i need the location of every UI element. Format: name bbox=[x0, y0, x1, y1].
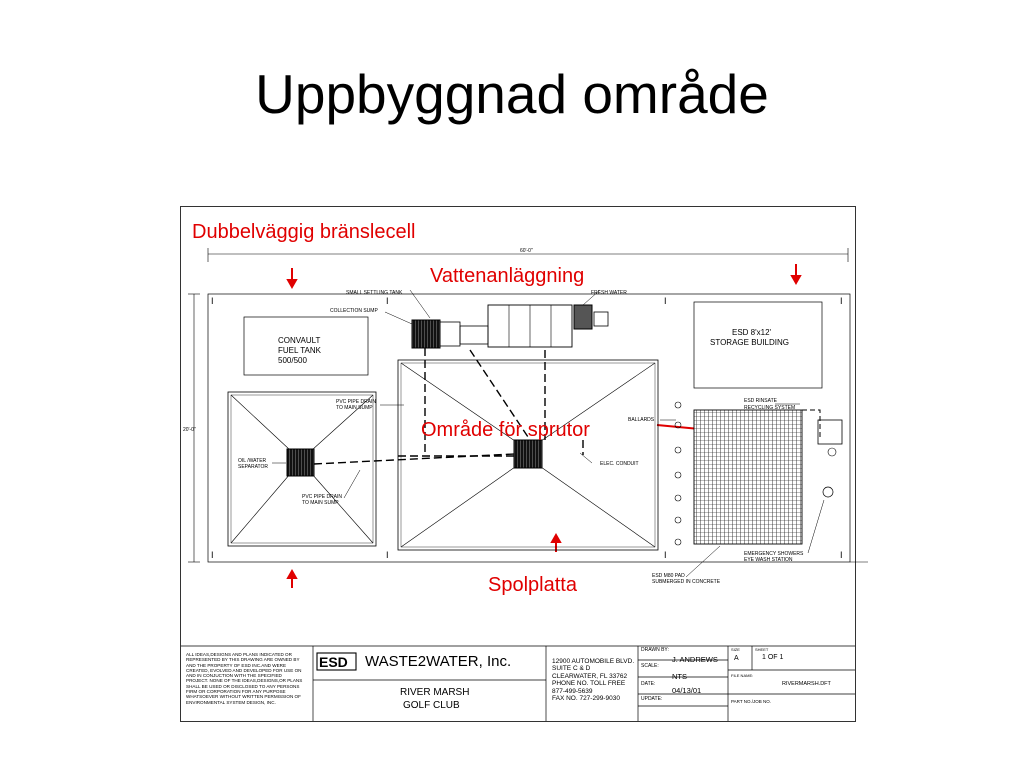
annotation-sprayer-area: Område för sprutor bbox=[421, 419, 590, 441]
disclaimer-line: PROJECT. NONE OF THE IDEAS,DESIGNS,OR PL… bbox=[186, 678, 303, 684]
elec-conduit-label: ELEC. CONDUIT bbox=[600, 461, 639, 467]
date-label: DATE: bbox=[641, 681, 656, 687]
address-line: 877-499-5639 bbox=[552, 687, 593, 695]
esd-logo-box bbox=[316, 652, 357, 671]
update-label: UPDATE: bbox=[641, 696, 663, 702]
sheet-label: SHEET bbox=[755, 647, 769, 652]
oil-water-line2: SEPARATOR bbox=[238, 464, 268, 470]
disclaimer-line: AND THE PROPERTY OF ESD INC.AND WERE bbox=[186, 662, 287, 668]
pvc-upper-line2: TO MAIN SUMP bbox=[336, 405, 373, 411]
date-value: 04/13/01 bbox=[672, 686, 702, 695]
emergency-line2: EYE WASH STATION bbox=[744, 557, 793, 563]
fuel-tank-line2: FUEL TANK bbox=[278, 346, 322, 355]
pad-line2: SUBMERGED IN CONCRETE bbox=[652, 579, 721, 585]
file-name-label: FILE NAME: bbox=[731, 673, 754, 678]
emergency-line1: EMERGENCY SHOWERS bbox=[744, 551, 804, 557]
disclaimer-line: AND IN CONJUCTION WITH THE SPECIFIED bbox=[186, 673, 282, 679]
slide-title: Uppbyggnad område bbox=[255, 63, 769, 125]
scale-value: NTS bbox=[672, 672, 687, 681]
disclaimer-line: ENVIRONMENTAL SYSTEM DESIGN, INC. bbox=[186, 699, 276, 705]
pvc-lower-line2: TO MAIN SUMP bbox=[302, 500, 339, 506]
pad-outline bbox=[207, 293, 851, 563]
address-line: PHONE NO. TOLL FREE bbox=[552, 680, 626, 688]
bollard-marks: I I I I I I I I bbox=[211, 296, 843, 560]
svg-text:I: I bbox=[664, 550, 667, 560]
annotation-wash-pad: Spolplatta bbox=[488, 574, 577, 596]
height-dimension: 20'-0" bbox=[183, 293, 200, 563]
collection-sump-label: COLLECTION SUMP bbox=[330, 308, 378, 314]
main-wash-pad bbox=[397, 359, 659, 551]
storage-line2: STORAGE BUILDING bbox=[710, 338, 789, 347]
disclaimer-line: REPRESENTED BY THIS DRAWING ARE OWNED BY bbox=[186, 657, 300, 663]
address-line: CLEARWATER, FL 33762 bbox=[552, 672, 628, 680]
site-plan-drawing bbox=[180, 206, 856, 722]
svg-text:I: I bbox=[386, 550, 389, 560]
pvc-pipes bbox=[313, 348, 584, 465]
svg-text:I: I bbox=[840, 296, 843, 306]
bollard-circles bbox=[674, 401, 682, 546]
leader-lines bbox=[272, 289, 825, 578]
file-name-value: RIVERMARSH.DFT bbox=[782, 681, 831, 687]
title-block-grid bbox=[181, 645, 855, 721]
project-name-line1: RIVER MARSH bbox=[400, 687, 470, 698]
drawn-by-label: DRAWN BY: bbox=[641, 647, 669, 653]
disclaimer-line: FIRM OR CORPORATION FOR ANY PURPOSE bbox=[186, 688, 286, 694]
size-label: SIZE bbox=[731, 647, 740, 652]
company-name: WASTE2WATER, Inc. bbox=[365, 653, 512, 670]
annotation-double-wall: Dubbelväggig bränslecell bbox=[192, 221, 416, 243]
pvc-upper-line1: PVC PIPE DRAIN bbox=[336, 399, 376, 405]
address-line: FAX NO. 727-299-9030 bbox=[552, 695, 620, 703]
height-dim-label: 20'-0" bbox=[183, 427, 196, 433]
storage-line1: ESD 8'x12' bbox=[732, 328, 772, 337]
disclaimer-line: CREATED, EVOLVED AND DEVELOPED FOR USE O… bbox=[186, 667, 302, 673]
fuel-tank-line3: 500/500 bbox=[278, 356, 307, 365]
bollards-label: BALLARDS bbox=[628, 417, 655, 423]
scale-label: SCALE: bbox=[641, 663, 659, 669]
address-block: 12900 AUTOMOBILE BLVD. SUITE C & D CLEAR… bbox=[552, 658, 634, 703]
width-dimension: 60'-0" bbox=[207, 248, 849, 262]
disclaimer-block: ALL IDEAS,DESIGNS AND PLANS INDICATED OR… bbox=[186, 652, 302, 705]
fuel-tank-outline bbox=[243, 316, 369, 376]
svg-text:I: I bbox=[840, 550, 843, 560]
pvc-lower-line1: PVC PIPE DRAIN bbox=[302, 494, 342, 500]
disclaimer-line: WHATSOEVER WITHOUT WRITTEN PERMISSION OF bbox=[186, 694, 301, 700]
address-line: SUITE C & D bbox=[552, 665, 591, 673]
esd-logo-text: ESD bbox=[319, 654, 348, 670]
oil-water-line1: OIL /WATER bbox=[238, 458, 267, 464]
rinsate-grate bbox=[693, 409, 843, 545]
water-plant bbox=[411, 304, 609, 349]
rinsate-line1: ESD RINSATE bbox=[744, 398, 778, 404]
svg-text:I: I bbox=[211, 296, 214, 306]
svg-text:I: I bbox=[211, 550, 214, 560]
part-no-label: PART NO./JOB NO. bbox=[731, 699, 772, 704]
size-value: A bbox=[734, 655, 739, 662]
annotation-water: Vattenanläggning bbox=[430, 265, 585, 287]
project-name-line2: GOLF CLUB bbox=[403, 700, 460, 711]
fresh-water-label: FRESH WATER bbox=[591, 290, 627, 296]
disclaimer-line: ALL IDEAS,DESIGNS AND PLANS INDICATED OR bbox=[186, 652, 292, 657]
drawn-by-value: J. ANDREWS bbox=[672, 655, 718, 664]
left-wash-pad bbox=[227, 391, 377, 547]
address-line: 12900 AUTOMOBILE BLVD. bbox=[552, 658, 635, 665]
fuel-tank-line1: CONVAULT bbox=[278, 336, 320, 345]
rinsate-line2: RECYCLING SYSTEM bbox=[744, 405, 795, 411]
pad-line1: ESD M80 PAD bbox=[652, 573, 685, 579]
svg-text:I: I bbox=[664, 296, 667, 306]
storage-building-outline bbox=[693, 301, 823, 389]
svg-text:I: I bbox=[386, 296, 389, 306]
disclaimer-line: SHALL BE USED OR DISCLOSED TO ANY PERSON… bbox=[186, 683, 300, 689]
settling-tank-label: SMALL SETTLING TANK bbox=[346, 290, 403, 296]
sheet-value: 1 OF 1 bbox=[762, 654, 784, 661]
width-dim-label: 60'-0" bbox=[520, 248, 533, 254]
